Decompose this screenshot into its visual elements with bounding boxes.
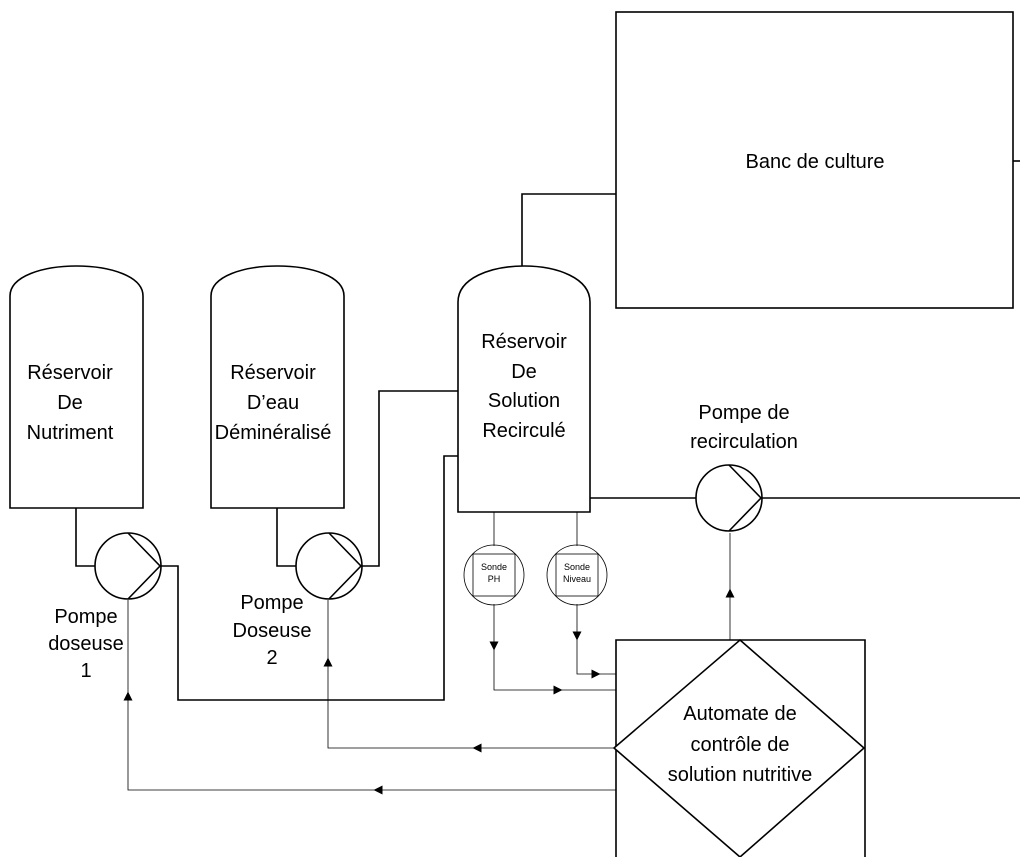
pipe-recirc-to-banc bbox=[521, 193, 616, 266]
probe-level-label-1: Sonde bbox=[564, 562, 590, 572]
signal-controller-to-pump2-mid bbox=[323, 657, 477, 749]
pump-recirculation bbox=[695, 464, 763, 532]
tank-recirc-label-2: De bbox=[511, 361, 537, 383]
signal-ph-probe-to-controller bbox=[493, 646, 563, 695]
probe-ph: Sonde PH bbox=[463, 544, 525, 606]
tank-water-label-3: Déminéralisé bbox=[215, 422, 332, 444]
probe-level: Sonde Niveau bbox=[546, 544, 608, 606]
controller-label-3: solution nutritive bbox=[668, 764, 813, 786]
probe-ph-label-1: Sonde bbox=[481, 562, 507, 572]
tank-water-label-1: Réservoir bbox=[230, 362, 316, 384]
pump-recirc-label-1: Pompe de bbox=[698, 402, 789, 424]
pump1-label-1: Pompe bbox=[54, 606, 117, 628]
pump1-label-3: 1 bbox=[80, 660, 91, 682]
pipe-pump2-to-recirc bbox=[362, 390, 458, 567]
pipe-water-to-pump2 bbox=[276, 508, 296, 567]
pipe-nutrient-to-pump1 bbox=[75, 508, 95, 567]
pump2-label-2: Doseuse bbox=[233, 620, 312, 642]
pump2-label-1: Pompe bbox=[240, 592, 303, 614]
tank-nutrient-label-2: De bbox=[57, 392, 83, 414]
tank-recirc bbox=[457, 265, 591, 513]
controller-diamond bbox=[612, 638, 866, 857]
controller-label-2: contrôle de bbox=[691, 734, 790, 756]
pump-recirc-label-2: recirculation bbox=[690, 431, 798, 453]
tank-nutrient bbox=[9, 265, 144, 509]
tank-water bbox=[210, 265, 345, 509]
signal-level-probe-to-controller bbox=[576, 636, 601, 679]
pump2-label-3: 2 bbox=[266, 647, 277, 669]
banc-label: Banc de culture bbox=[746, 151, 885, 173]
controller-label-1: Automate de bbox=[683, 703, 796, 725]
tank-water-label-2: D’eau bbox=[247, 392, 299, 414]
probe-level-label-2: Niveau bbox=[563, 574, 591, 584]
signal-controller-to-pump1-mid bbox=[123, 691, 378, 791]
tank-recirc-label-4: Recirculé bbox=[482, 420, 565, 442]
pipe-pump1-to-recirc bbox=[160, 455, 458, 701]
pump-dose-2 bbox=[295, 532, 363, 600]
tank-nutrient-label-1: Réservoir bbox=[27, 362, 113, 384]
pump1-label-2: doseuse bbox=[48, 633, 124, 655]
pump-dose-1 bbox=[94, 532, 162, 600]
tank-nutrient-label-3: Nutriment bbox=[27, 422, 114, 444]
tank-recirc-label-1: Réservoir bbox=[481, 331, 567, 353]
banc-de-culture-box bbox=[615, 11, 1014, 309]
tank-recirc-label-3: Solution bbox=[488, 390, 560, 412]
probe-ph-label-2: PH bbox=[488, 574, 501, 584]
